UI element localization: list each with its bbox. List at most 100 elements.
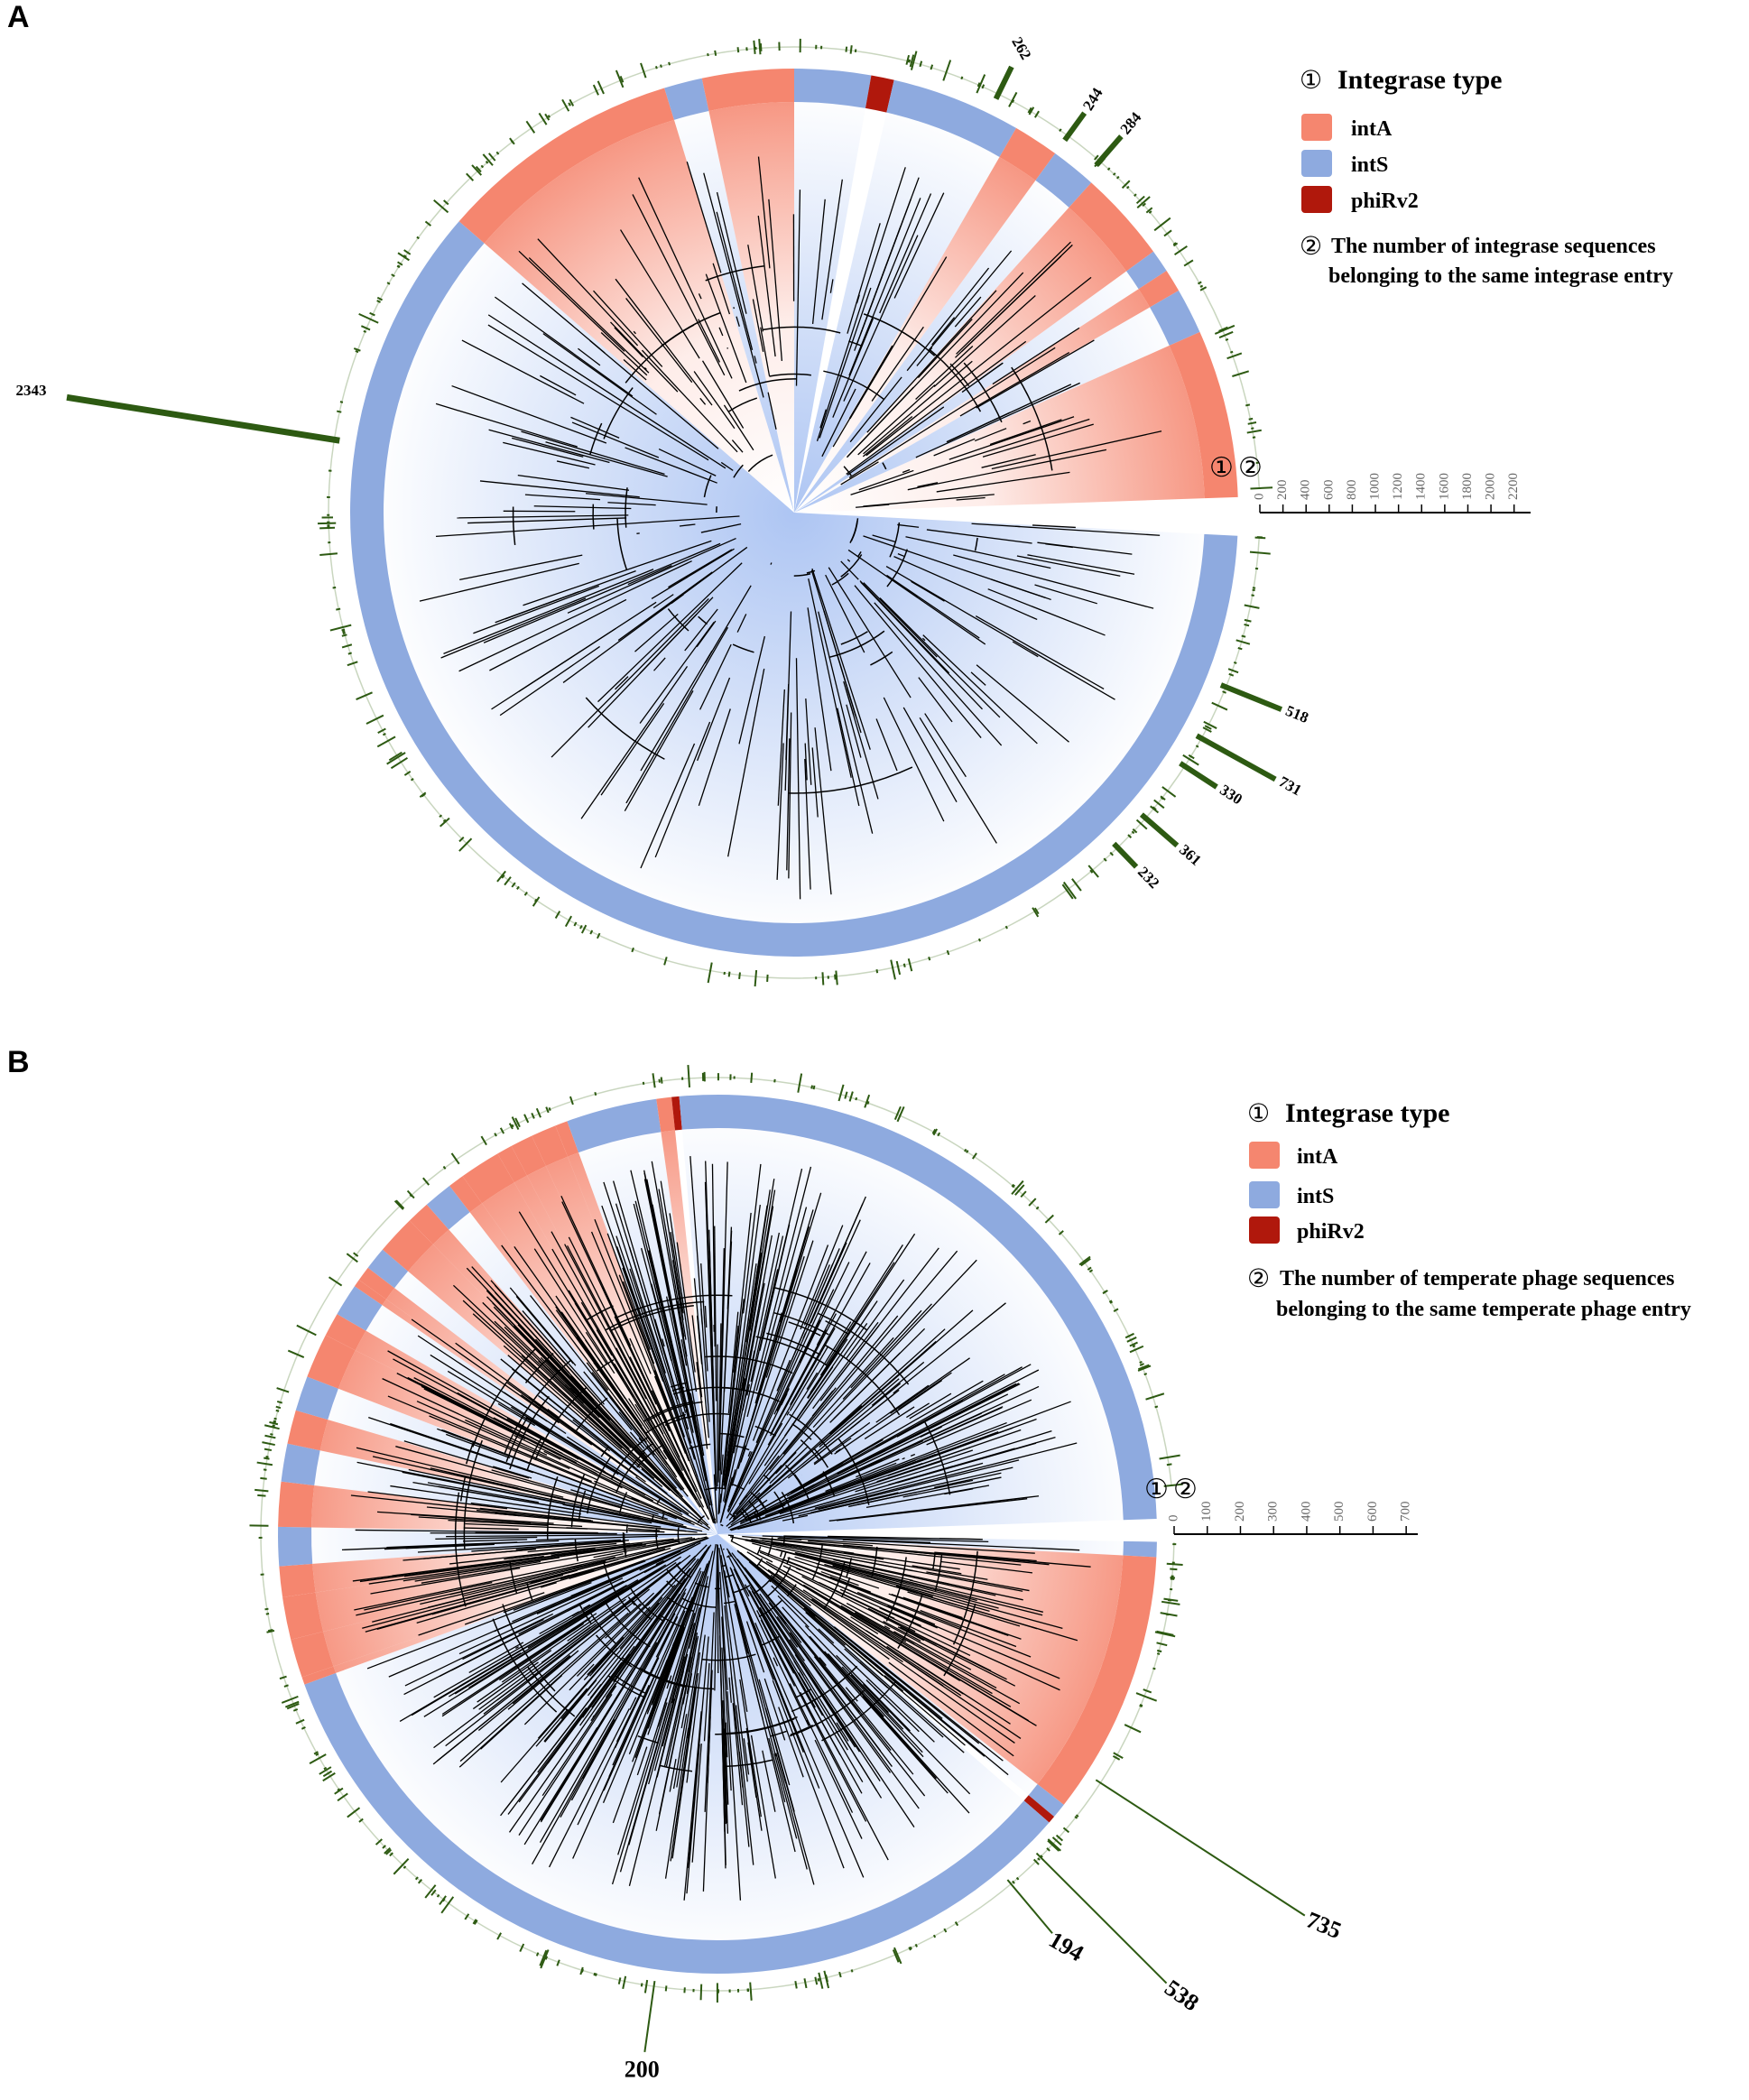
count-bar-small — [687, 1065, 690, 1087]
tree-branch — [587, 1606, 651, 1676]
tree-branch — [686, 1634, 706, 1783]
count-bar-small — [1109, 851, 1114, 856]
count-bar-small — [1047, 1839, 1060, 1852]
tree-branch — [522, 282, 606, 354]
tree-branch — [888, 1661, 1014, 1757]
count-bar-small — [337, 1788, 341, 1791]
tree-branch — [758, 1679, 791, 1786]
ring-marker-2: ② — [1173, 1474, 1198, 1505]
tree-branch — [884, 1625, 891, 1630]
ring-segment-inta — [462, 1153, 514, 1204]
count-bar-small — [812, 1085, 816, 1090]
tree-branch — [779, 1248, 840, 1388]
tree-branch — [1016, 555, 1121, 577]
tree-branch — [542, 333, 657, 415]
tree-branch — [355, 1529, 598, 1534]
tree-branch — [736, 1613, 749, 1654]
count-bar-small — [1037, 1857, 1041, 1861]
tree-branch — [886, 574, 980, 639]
ring-segment-inta — [555, 1121, 579, 1157]
tree-branch — [776, 743, 784, 880]
count-bar-small — [1154, 1405, 1159, 1409]
tree-arc — [786, 1557, 791, 1565]
tree-branch — [772, 1542, 988, 1580]
tree-arc — [733, 1514, 736, 1518]
count-bar-small — [838, 1971, 842, 1978]
count-bar-small — [736, 47, 740, 53]
count-bar-small — [845, 46, 848, 52]
tree-branch — [625, 1542, 630, 1545]
tree-branch — [787, 1557, 880, 1589]
tree-branch — [472, 1313, 623, 1449]
tree-branch — [746, 1383, 751, 1396]
tree-branch — [463, 1560, 606, 1596]
tree-branch — [560, 1196, 632, 1346]
tree-branch — [760, 327, 771, 376]
count-bar-small — [866, 1101, 870, 1105]
count-bar-small — [932, 1934, 937, 1938]
tree-branch — [796, 1568, 801, 1571]
count-bar-small — [1204, 725, 1212, 730]
count-bar-small — [810, 1085, 814, 1089]
ring-segment-ints — [664, 78, 709, 120]
tree-branch — [859, 580, 950, 674]
tree-branch — [537, 1647, 618, 1739]
count-bar-small — [386, 282, 391, 285]
ring-segment-phirv2 — [865, 75, 894, 113]
tree-branch — [364, 1581, 493, 1611]
tree-arc — [623, 1532, 627, 1554]
tree-branch — [651, 548, 735, 599]
tree-branch — [871, 1361, 925, 1406]
tree-branch — [856, 294, 860, 304]
tree-branch — [560, 1688, 588, 1720]
tree-arc — [840, 1577, 851, 1598]
count-bar-small — [1127, 834, 1133, 838]
tree-branch — [680, 1673, 693, 1729]
count-bar-small — [1174, 245, 1188, 256]
tree-branch — [920, 1426, 942, 1439]
tree-branch — [864, 1406, 915, 1440]
tree-arc — [637, 1735, 659, 1744]
tree-branch — [856, 504, 890, 508]
tree-branch — [541, 1685, 617, 1797]
tree-arc — [788, 766, 913, 794]
tree-arc — [463, 1439, 484, 1550]
count-bar-small — [1131, 830, 1135, 835]
count-bar-small — [264, 1434, 276, 1439]
tree-branch — [778, 1707, 804, 1778]
tree-branch — [412, 1482, 572, 1511]
count-bar-small — [1135, 195, 1145, 205]
count-bar-small — [1124, 1724, 1142, 1734]
tree-branch — [693, 371, 736, 430]
tree-branch — [570, 1375, 595, 1402]
tree-branch — [926, 1571, 1030, 1592]
count-bar-small — [1232, 370, 1250, 377]
count-bar-small — [966, 1150, 969, 1153]
tree-arc — [726, 1716, 798, 1735]
tree-arc — [718, 1432, 745, 1439]
tree-branch — [597, 1366, 678, 1478]
tree-branch — [568, 1236, 698, 1493]
tree-branch — [800, 1691, 889, 1861]
tree-branch — [543, 1584, 676, 1743]
tree-branch — [759, 1606, 824, 1716]
count-bar-small — [329, 624, 352, 632]
count-bar-small — [388, 751, 403, 762]
count-bar-small — [496, 870, 506, 883]
count-bar-small — [319, 526, 336, 530]
count-bar-small — [1027, 106, 1032, 114]
scale-tick-label: 500 — [1332, 1502, 1346, 1522]
tree-branch — [354, 1553, 624, 1611]
count-bar-small — [943, 1928, 948, 1933]
tree-branch — [992, 327, 1080, 385]
ring-segment-inta — [458, 88, 675, 244]
tree-branch — [974, 428, 1007, 442]
tree-branch — [512, 1655, 571, 1705]
tree-branch — [395, 1446, 684, 1526]
count-bar-small — [1163, 229, 1172, 237]
tree-branch — [843, 680, 879, 800]
tree-branch — [991, 578, 1046, 599]
count-bar-small — [256, 1461, 273, 1466]
tree-branch — [454, 1568, 662, 1695]
count-bar-small — [738, 972, 741, 979]
